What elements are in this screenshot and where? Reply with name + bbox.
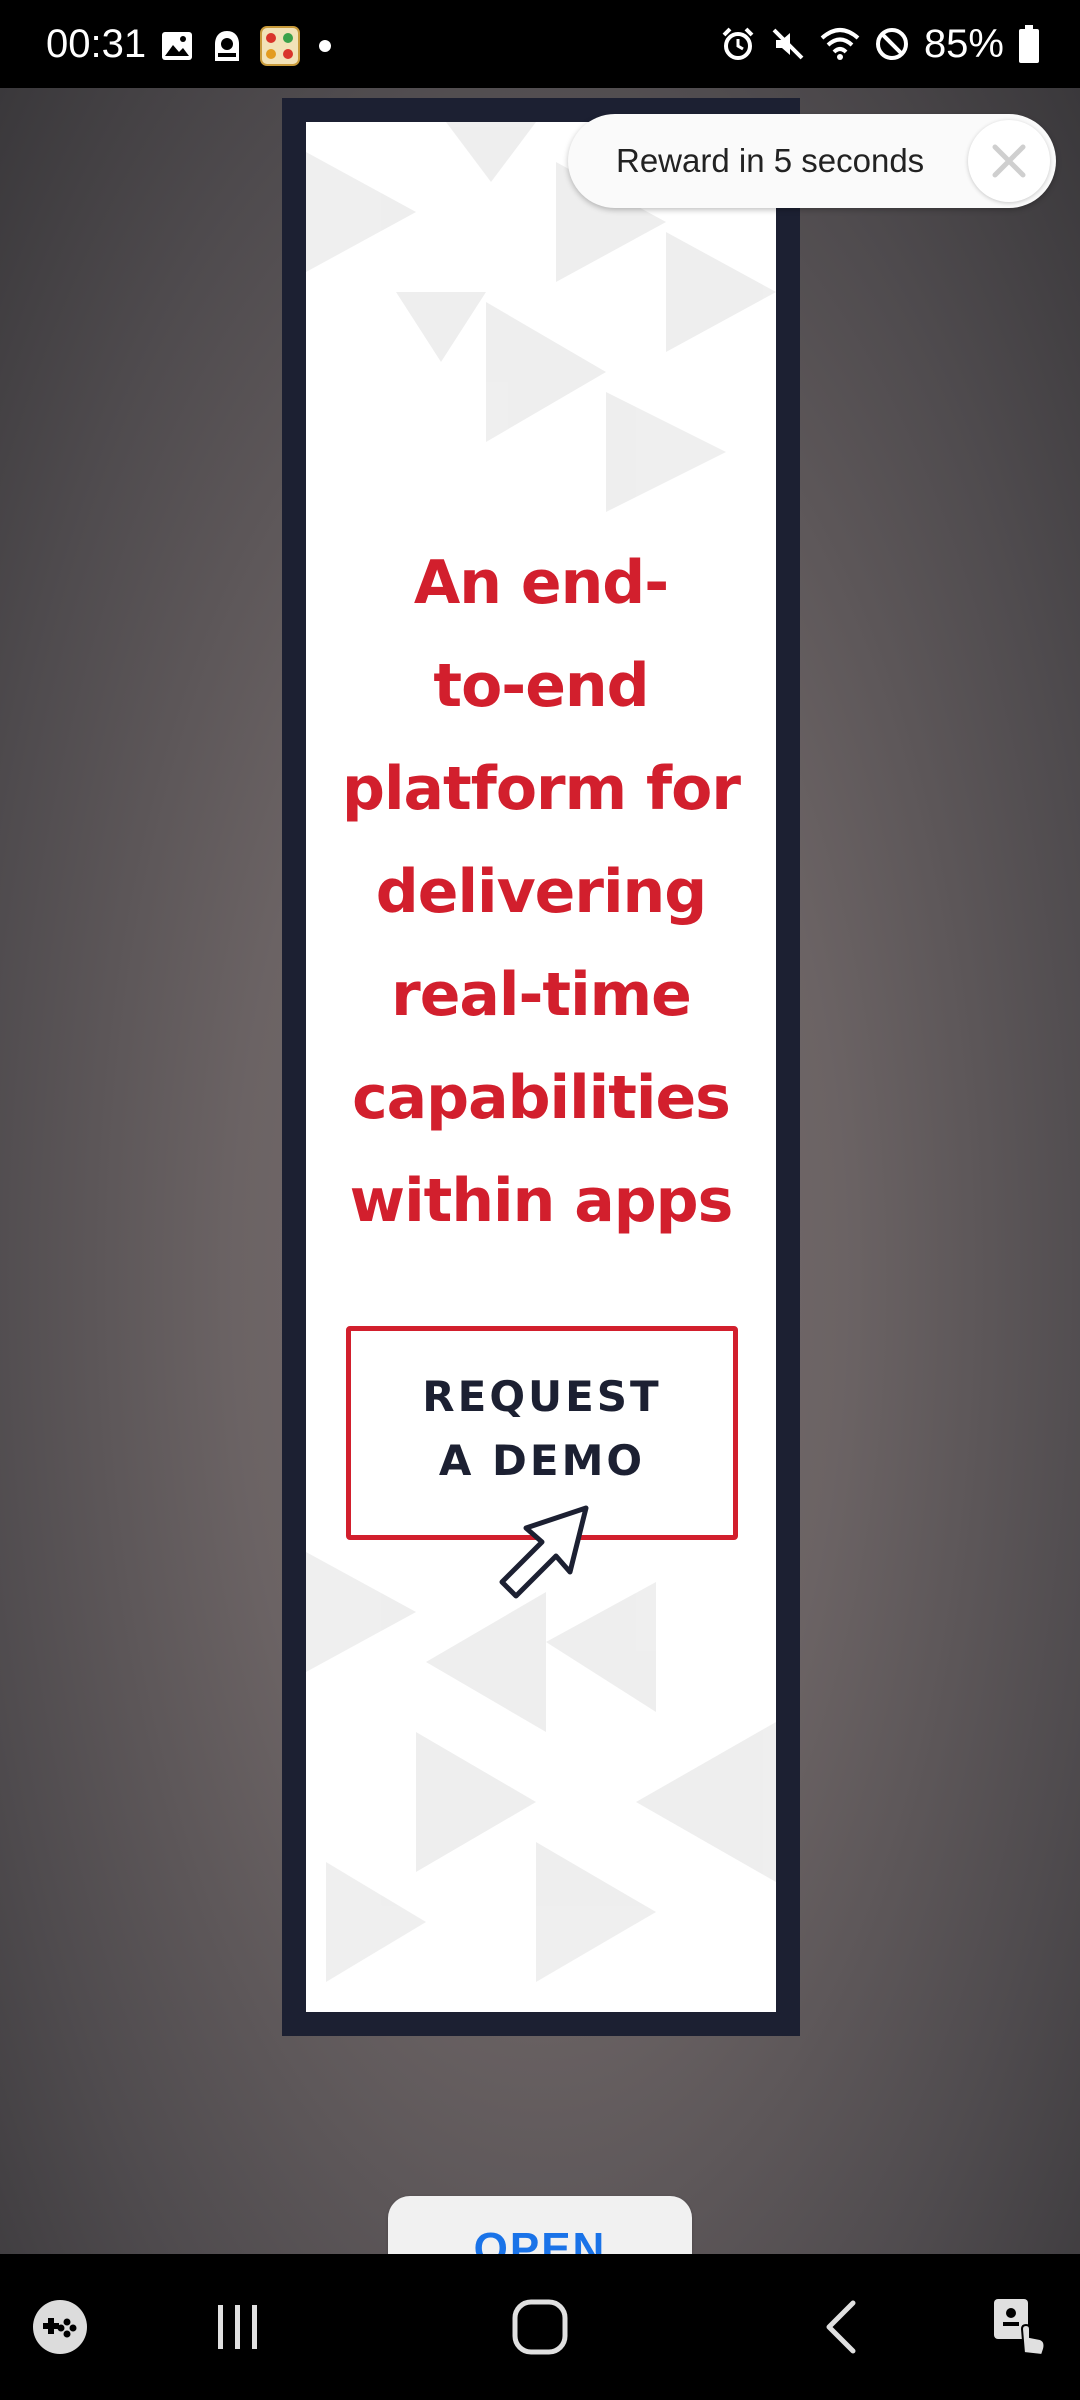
mute-icon (772, 28, 804, 60)
back-button[interactable] (800, 2254, 884, 2400)
close-icon (992, 144, 1026, 178)
accessibility-button[interactable] (980, 2254, 1060, 2400)
ad-background-pattern (306, 122, 776, 1982)
status-bar: 00:31 (0, 0, 1080, 88)
accessibility-icon (994, 2299, 1046, 2357)
headline-line: An end- (413, 548, 669, 618)
status-system-icons: 85% (720, 18, 1040, 70)
status-notification-icons (160, 24, 332, 68)
headline-line: capabilities (352, 1063, 731, 1133)
headline-line: real-time (391, 960, 692, 1030)
headline-line: platform for (342, 754, 741, 824)
home-icon (512, 2299, 568, 2355)
headline-line: delivering (375, 857, 707, 927)
request-demo-label: REQUEST A DEMO (351, 1365, 733, 1493)
dot-icon (319, 40, 331, 52)
home-button[interactable] (498, 2254, 582, 2400)
profile-icon (215, 31, 239, 61)
battery-icon (1019, 25, 1039, 63)
recent-apps-button[interactable] (196, 2254, 280, 2400)
alarm-icon (722, 27, 754, 60)
headline-line: within apps (349, 1166, 734, 1236)
navigation-bar (0, 2254, 1080, 2400)
battery-percent: 85% (923, 21, 1004, 66)
close-button[interactable] (968, 120, 1050, 202)
pointer-arrow-icon (499, 1505, 589, 1599)
do-not-disturb-icon (875, 28, 908, 60)
ad-area[interactable]: An end- to-end platform for delivering r… (0, 88, 1080, 2342)
reward-countdown: Reward in 5 seconds (568, 114, 1056, 208)
ad-headline: An end- to-end platform for delivering r… (306, 532, 776, 1253)
game-app-icon (260, 26, 300, 66)
request-demo-button[interactable]: REQUEST A DEMO (346, 1326, 738, 1540)
game-launcher-button[interactable] (20, 2254, 100, 2400)
headline-line: to-end (433, 651, 649, 721)
cta-line: A DEMO (438, 1436, 646, 1485)
gallery-icon (162, 32, 192, 60)
ad-banner[interactable]: An end- to-end platform for delivering r… (282, 98, 800, 2036)
back-icon (826, 2300, 856, 2354)
wifi-icon (820, 28, 860, 60)
cta-line: REQUEST (422, 1372, 662, 1421)
recent-apps-icon (218, 2305, 257, 2349)
game-controller-icon (33, 2300, 87, 2354)
reward-countdown-text: Reward in 5 seconds (616, 142, 925, 179)
status-time: 00:31 (46, 22, 147, 66)
ad-banner-content[interactable]: An end- to-end platform for delivering r… (306, 122, 776, 2012)
